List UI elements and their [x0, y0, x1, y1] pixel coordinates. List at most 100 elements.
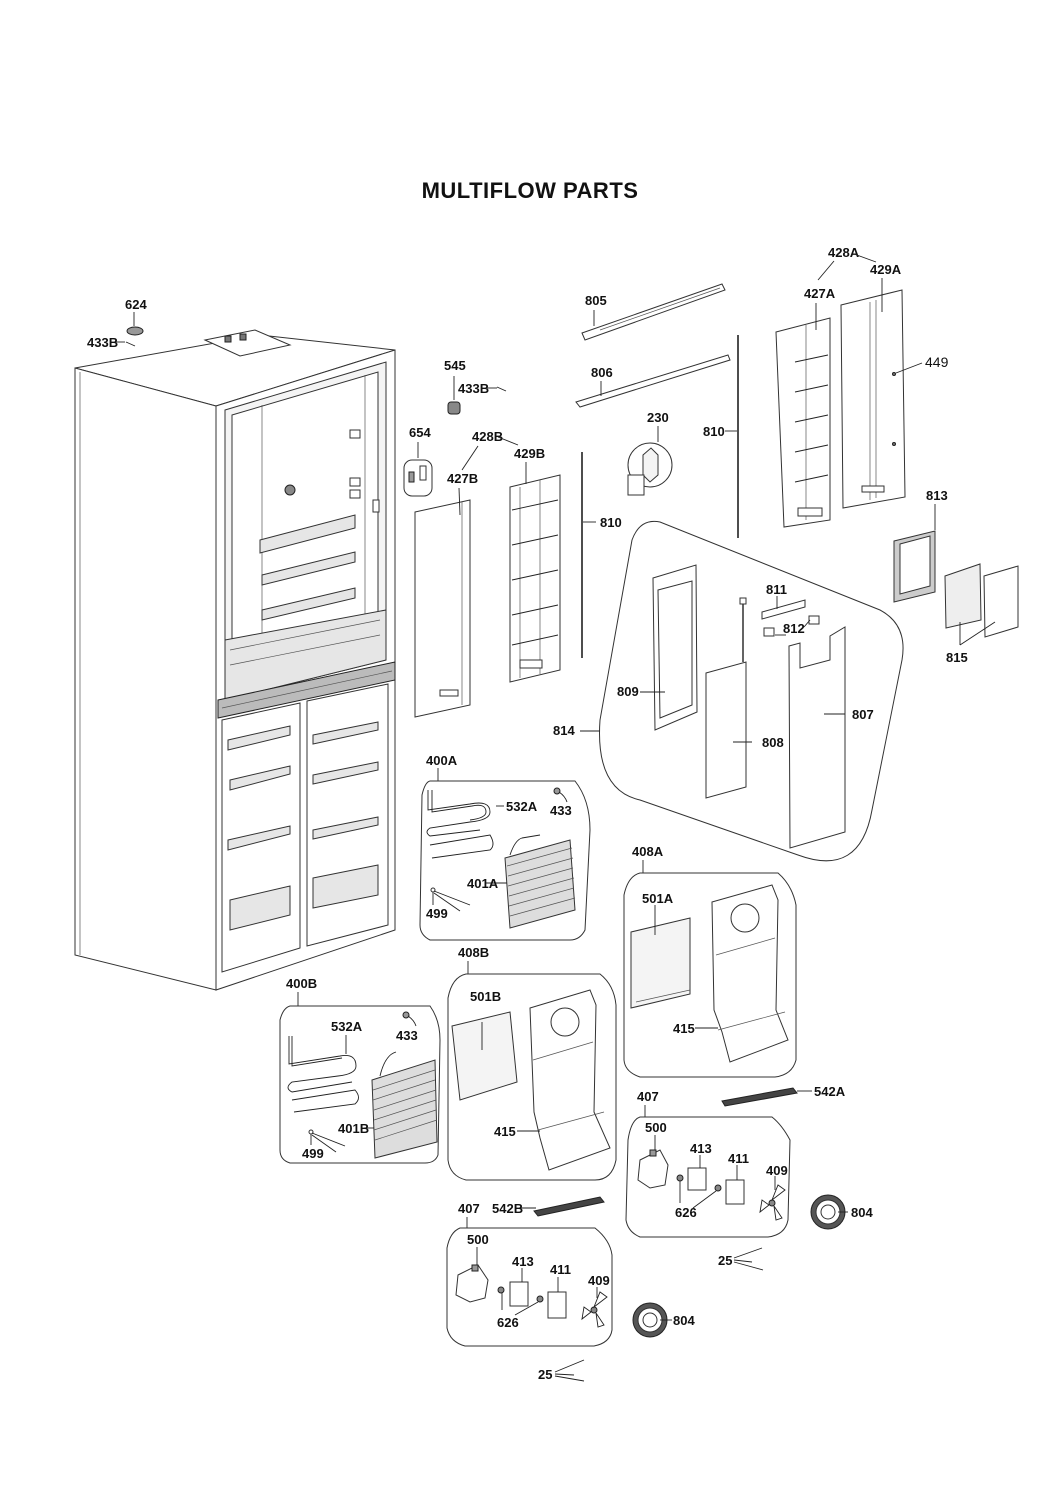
refrigerator-cabinet — [74, 329, 396, 991]
part-415-2[interactable]: 415 — [494, 989, 611, 1171]
label-532a: 532A — [506, 799, 538, 814]
part-411-motor-2[interactable]: 411 — [547, 1262, 571, 1319]
label-230: 230 — [647, 410, 669, 425]
part-545[interactable]: 545 — [444, 358, 466, 415]
label-810: 810 — [703, 424, 725, 439]
part-654[interactable]: 654 — [403, 425, 433, 497]
label-415-2: 415 — [494, 1124, 516, 1139]
part-532a-heater[interactable]: 532A — [426, 790, 538, 859]
part-804-fan-guard[interactable]: 804 — [810, 1194, 873, 1230]
part-428b[interactable]: 428B — [461, 429, 519, 471]
label-532a-2: 532A — [331, 1019, 363, 1034]
part-407-assembly-2[interactable]: 407 — [446, 1201, 613, 1347]
label-815: 815 — [946, 650, 968, 665]
label-805: 805 — [585, 293, 607, 308]
part-230-fan-housing[interactable]: 230 — [627, 410, 673, 496]
label-411: 411 — [728, 1151, 749, 1166]
part-429a[interactable]: 429A — [840, 262, 906, 509]
part-500-damper-motor[interactable]: 500 — [637, 1120, 669, 1189]
part-409-fan-blade[interactable]: 409 — [759, 1163, 788, 1221]
part-812[interactable]: 812 — [763, 615, 820, 637]
part-25-screws[interactable]: 25 — [718, 1247, 764, 1271]
label-804: 804 — [851, 1205, 873, 1220]
part-449[interactable]: 449 — [895, 354, 949, 374]
label-415: 415 — [673, 1021, 695, 1036]
part-427b[interactable]: 427B — [414, 471, 478, 718]
label-433: 433 — [550, 803, 572, 818]
part-499-sensor[interactable]: 499 — [426, 887, 471, 921]
part-411-motor[interactable]: 411 — [725, 1151, 749, 1205]
part-433-clip-2[interactable]: 433 — [396, 1011, 418, 1043]
part-814-assembly[interactable]: 814 — [553, 520, 904, 862]
label-413-2: 413 — [512, 1254, 534, 1269]
label-542a: 542A — [814, 1084, 846, 1099]
label-813: 813 — [926, 488, 948, 503]
label-809: 809 — [617, 684, 639, 699]
label-400a: 400A — [426, 753, 458, 768]
label-407: 407 — [637, 1089, 659, 1104]
part-542a[interactable]: 542A — [721, 1084, 846, 1107]
label-499: 499 — [426, 906, 448, 921]
part-810-wire-2[interactable]: 810 — [581, 452, 622, 658]
part-433b-screw-2[interactable]: 433B — [458, 381, 507, 396]
part-415[interactable]: 415 — [673, 884, 789, 1063]
label-427a: 427A — [804, 286, 836, 301]
label-806: 806 — [591, 365, 613, 380]
label-433-2: 433 — [396, 1028, 418, 1043]
part-624[interactable]: 624 — [125, 297, 147, 336]
part-429b[interactable]: 429B — [509, 446, 561, 683]
label-626: 626 — [675, 1205, 697, 1220]
part-409-fan-blade-2[interactable]: 409 — [581, 1273, 610, 1328]
part-433b-screw[interactable]: 433B — [87, 335, 136, 350]
part-811[interactable]: 811 — [761, 582, 806, 620]
part-413-motor-2[interactable]: 413 — [509, 1254, 534, 1307]
label-413: 413 — [690, 1141, 712, 1156]
part-805[interactable]: 805 — [581, 283, 726, 341]
part-401b-evaporator[interactable]: 401B — [338, 1051, 438, 1159]
part-433-clip[interactable]: 433 — [550, 787, 572, 818]
part-542b[interactable]: 542B — [492, 1196, 605, 1217]
part-400b-assembly[interactable]: 400B — [279, 976, 441, 1164]
label-808: 808 — [762, 735, 784, 750]
part-808[interactable]: 808 — [705, 597, 784, 799]
part-626-nut[interactable]: 626 — [675, 1174, 722, 1220]
part-804-fan-guard-2[interactable]: 804 — [632, 1302, 695, 1338]
label-499-2: 499 — [302, 1146, 324, 1161]
part-807[interactable]: 807 — [788, 626, 874, 849]
part-813[interactable]: 813 — [893, 488, 948, 603]
label-407-2: 407 — [458, 1201, 480, 1216]
label-804-2: 804 — [673, 1313, 695, 1328]
part-809[interactable]: 809 — [617, 564, 698, 731]
part-407-assembly[interactable]: 407 — [625, 1089, 791, 1238]
part-401a-evaporator[interactable]: 401A — [467, 834, 576, 929]
part-427a[interactable]: 427A — [775, 286, 836, 528]
label-400b: 400B — [286, 976, 317, 991]
part-499-sensor-2[interactable]: 499 — [302, 1129, 346, 1161]
part-626-nut-2[interactable]: 626 — [497, 1286, 544, 1330]
part-428a[interactable]: 428A — [817, 245, 877, 281]
label-814: 814 — [553, 723, 575, 738]
part-810-wire[interactable]: 810 — [703, 335, 739, 538]
label-545: 545 — [444, 358, 466, 373]
part-501b[interactable]: 501B — [451, 989, 518, 1101]
label-500: 500 — [645, 1120, 667, 1135]
part-408a-assembly[interactable]: 408A — [623, 844, 797, 1078]
label-429b: 429B — [514, 446, 545, 461]
part-501a[interactable]: 501A — [630, 891, 691, 1009]
part-25-screws-2[interactable]: 25 — [538, 1359, 585, 1382]
diagram-title: MULTIFLOW PARTS — [421, 178, 639, 203]
label-408a: 408A — [632, 844, 664, 859]
part-413-motor[interactable]: 413 — [687, 1141, 712, 1191]
label-624: 624 — [125, 297, 147, 312]
label-428b: 428B — [472, 429, 503, 444]
part-806[interactable]: 806 — [575, 354, 731, 408]
part-408b-assembly[interactable]: 408B — [447, 945, 617, 1181]
part-532a-heater-2[interactable]: 532A — [287, 1019, 363, 1113]
part-815[interactable]: 815 — [944, 563, 1019, 665]
label-807: 807 — [852, 707, 874, 722]
part-500-damper-motor-2[interactable]: 500 — [455, 1232, 489, 1303]
label-626-2: 626 — [497, 1315, 519, 1330]
label-812: 812 — [783, 621, 805, 636]
part-400a-assembly[interactable]: 400A — [419, 753, 591, 941]
